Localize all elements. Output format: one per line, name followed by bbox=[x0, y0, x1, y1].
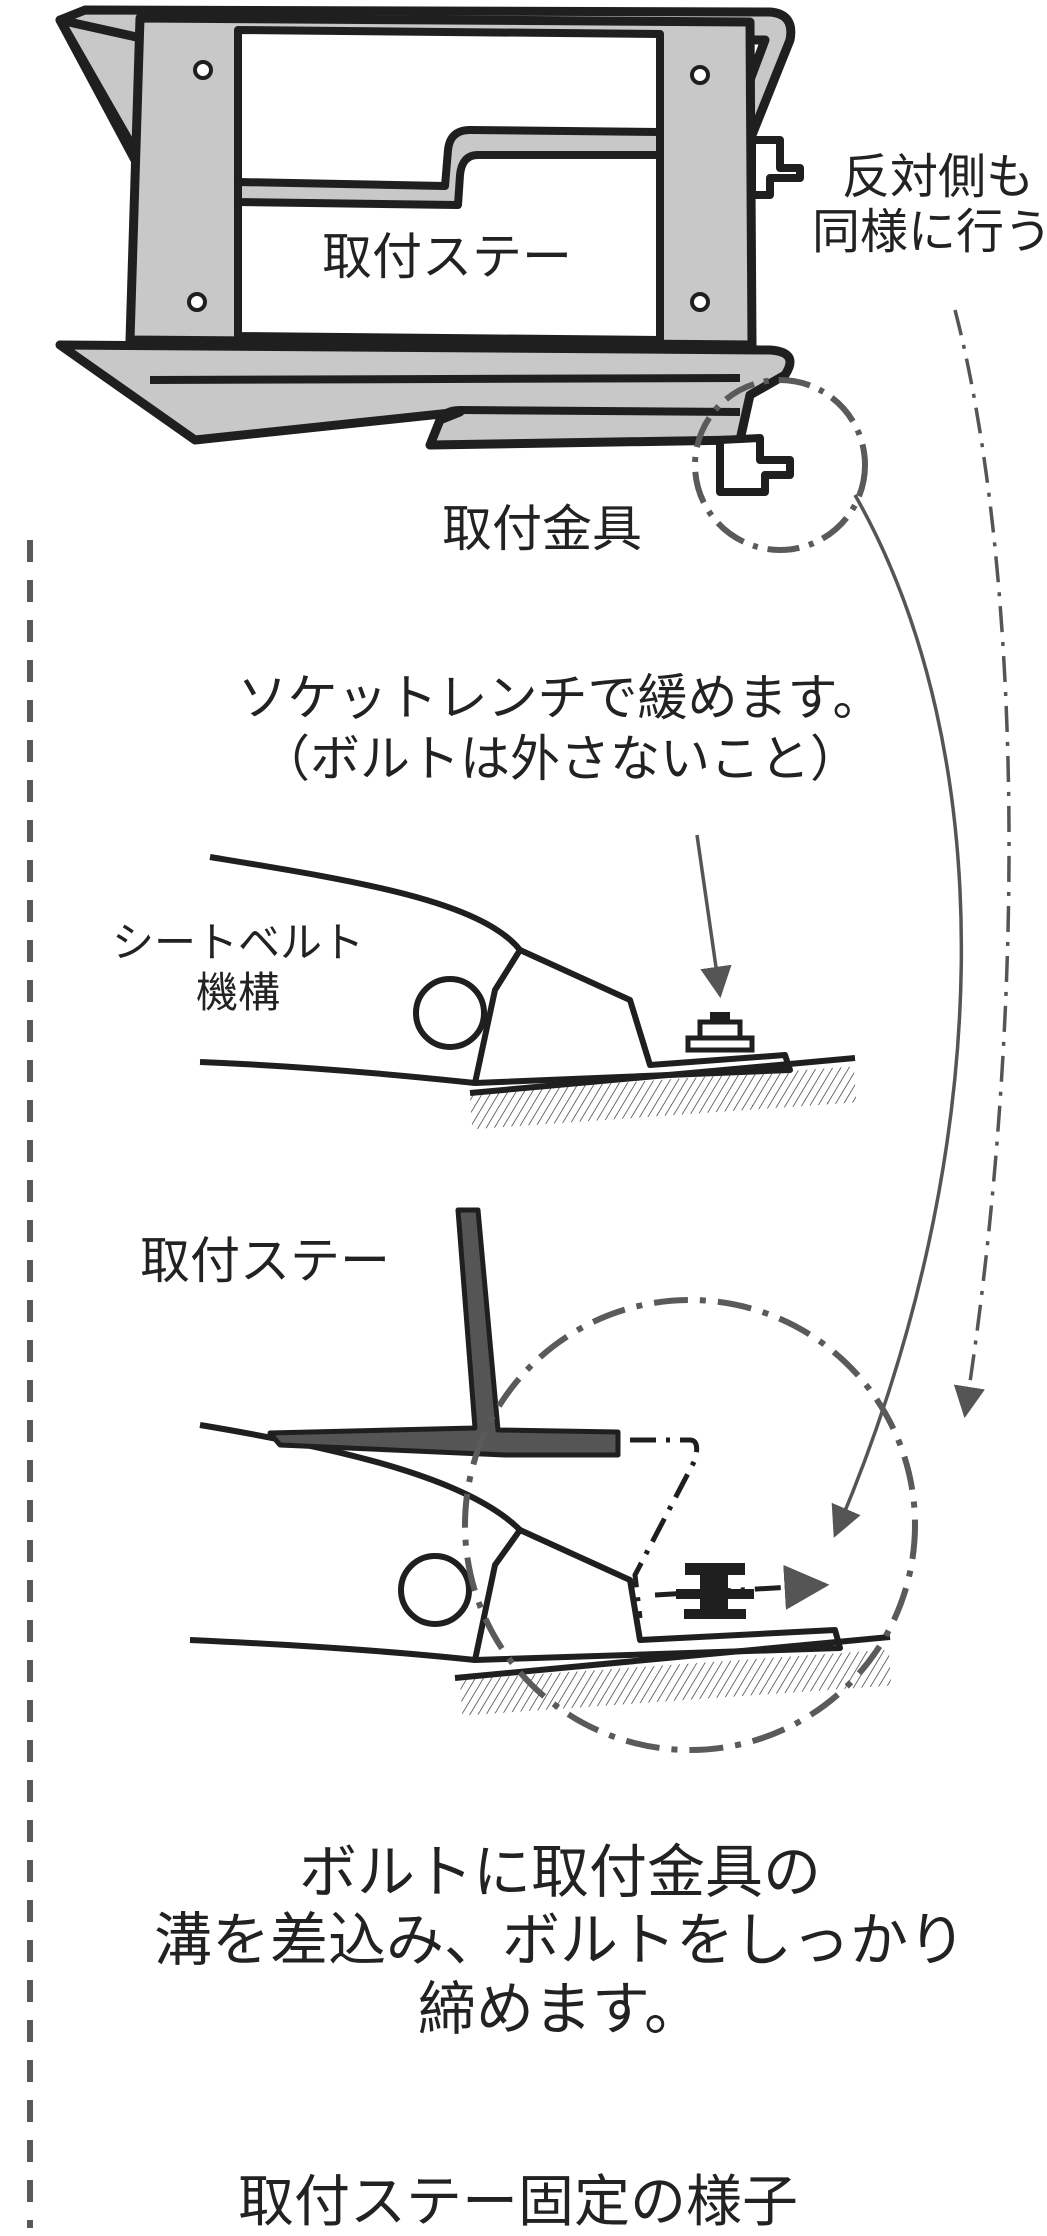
bracket-to-detail-arrow bbox=[831, 494, 964, 1538]
insert-instruction: ボルトに取付金具の 溝を差込み、ボルトをしっかり 締めます。 bbox=[80, 1838, 1040, 2043]
other-side-line1: 反対側も bbox=[842, 149, 1035, 205]
socket-wrench-pointer bbox=[695, 834, 732, 999]
seatbelt-line2: 機構 bbox=[195, 968, 280, 1018]
stay-top-label: 取付ステー bbox=[322, 228, 572, 286]
bolt-tightened bbox=[676, 1563, 754, 1619]
other-side-note: 反対側も 同様に行う bbox=[812, 149, 1047, 261]
seatbelt-mechanism-drawing bbox=[199, 854, 857, 1130]
stay-mid-label: 取付ステー bbox=[140, 1232, 390, 1290]
bracket-label: 取付金具 bbox=[442, 500, 642, 558]
insert-line1: ボルトに取付金具の bbox=[298, 1838, 821, 1906]
other-side-arrow bbox=[953, 309, 1011, 1419]
loosen-line2: （ボルトは外さないこと） bbox=[260, 730, 860, 788]
bracket-highlight-circle bbox=[692, 377, 868, 553]
other-side-line2: 同様に行う bbox=[812, 204, 1047, 261]
insertion-highlight-circle bbox=[462, 1297, 918, 1753]
stay-insertion-drawing bbox=[189, 1207, 892, 1716]
loosen-instruction: ソケットレンチで緩めます。 （ボルトは外さないこと） bbox=[180, 668, 940, 790]
insert-line3: 締めます。 bbox=[417, 1974, 703, 2043]
mounting-stay-drawing bbox=[55, 5, 804, 496]
seatbelt-line1: シートベルト bbox=[111, 918, 364, 967]
insert-line2: 溝を差込み、ボルトをしっかり bbox=[153, 1906, 966, 1975]
bolt-loosened bbox=[685, 1012, 755, 1053]
diagram-caption: 取付ステー固定の様子 bbox=[238, 2170, 798, 2235]
seatbelt-mechanism-label: シートベルト 機構 bbox=[78, 918, 398, 1019]
loosen-line1: ソケットレンチで緩めます。 bbox=[237, 669, 883, 727]
